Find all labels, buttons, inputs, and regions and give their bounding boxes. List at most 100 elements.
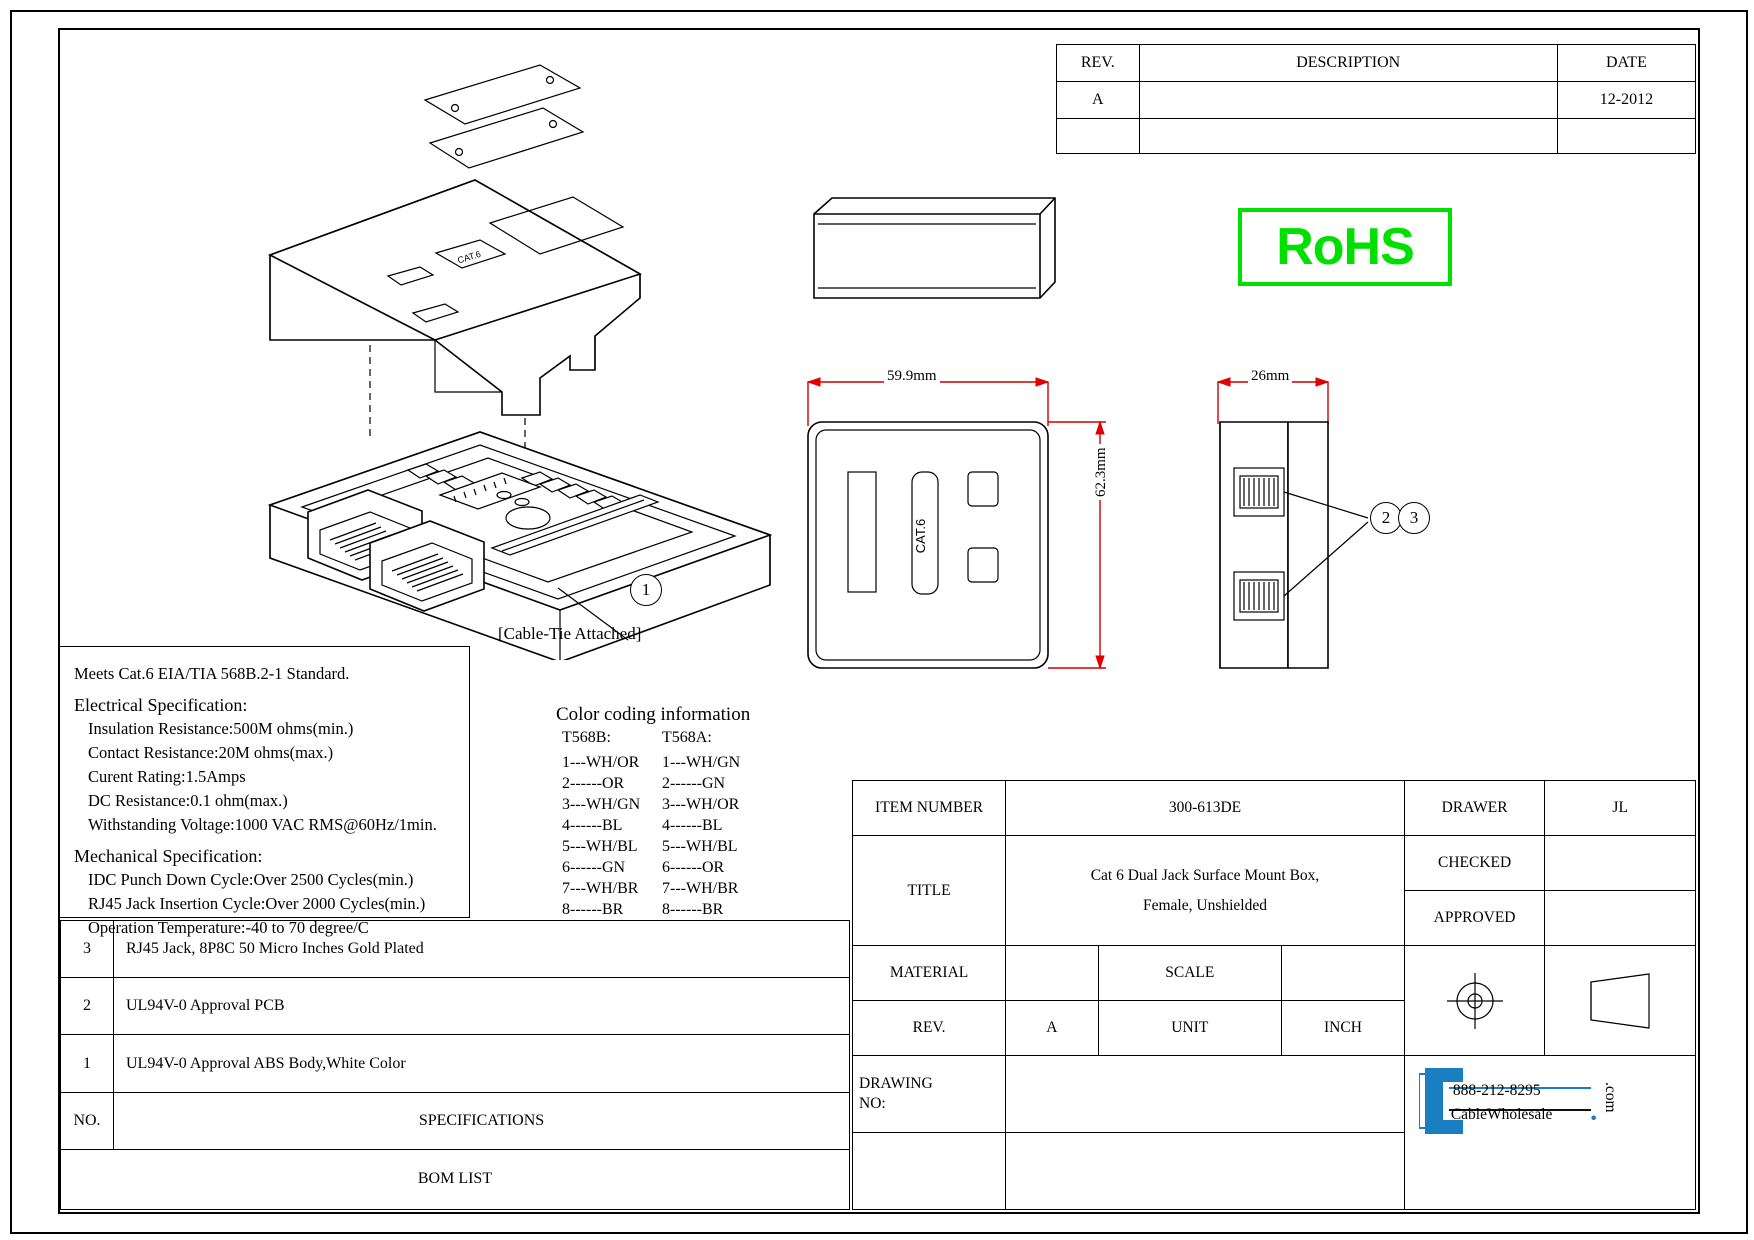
cablewholesale-logo xyxy=(1418,1062,1619,1136)
color-coding-headers: T568B: T568A: xyxy=(562,727,816,748)
spec-electrical-3: DC Resistance:0.1 ohm(max.) xyxy=(88,791,288,810)
t568a-8: 8------BR xyxy=(662,901,724,918)
bom-row-2-spec: UL94V-0 Approval PCB xyxy=(113,977,850,1036)
unit-label: UNIT xyxy=(1097,1000,1283,1056)
t568b-6: 6------GN xyxy=(562,859,626,876)
color-coding-title: Color coding information xyxy=(556,704,751,725)
table-row: 1 UL94V-0 Approval ABS Body,White Color xyxy=(60,1034,850,1093)
unit-value: INCH xyxy=(1281,1000,1405,1056)
revision-cell-description-2 xyxy=(1138,118,1558,154)
rohs-badge: RoHS xyxy=(1238,208,1452,286)
material-value xyxy=(1005,945,1099,1001)
title-line-2: Female, Unshielded xyxy=(1143,896,1267,914)
callout-3: 3 xyxy=(1398,502,1430,534)
t568a-6: 6------OR xyxy=(662,859,725,876)
logo-name: CableWholesale xyxy=(1450,1106,1553,1123)
table-row: 3 RJ45 Jack, 8P8C 50 Micro Inches Gold P… xyxy=(60,919,850,979)
specification-text: Meets Cat.6 EIA/TIA 568B.2-1 Standard. E… xyxy=(74,662,474,940)
revision-header-description: DESCRIPTION xyxy=(1138,44,1558,82)
scale-label: SCALE xyxy=(1097,945,1283,1001)
top-view xyxy=(800,190,1080,320)
rj45-jack-side-lower xyxy=(1233,571,1285,621)
title-block-row-title: TITLE Cat 6 Dual Jack Surface Mount Box,… xyxy=(851,835,1696,946)
callout-3-label: 3 xyxy=(1409,508,1419,527)
title-label: TITLE xyxy=(851,835,1007,946)
projection-cone-icon xyxy=(1590,972,1650,1029)
spec-electrical-4: Withstanding Voltage:1000 VAC RMS@60Hz/1… xyxy=(88,815,437,834)
t568b-4: 4------BL xyxy=(562,817,623,834)
list-item: 4------BL 4------BL xyxy=(562,815,816,836)
rj45-jack-right xyxy=(369,520,485,612)
dimension-width-label: 59.9mm xyxy=(884,368,940,385)
callout-1-leader xyxy=(557,587,629,641)
checked-value xyxy=(1544,835,1696,891)
bom-row-1-no: 1 xyxy=(60,1034,114,1093)
cover-strip-upper xyxy=(423,64,582,125)
box-top-cover: CAT.6 xyxy=(268,179,642,416)
cat6-marking-front: CAT.6 xyxy=(913,519,928,553)
bom-row-3-spec: RJ45 Jack, 8P8C 50 Micro Inches Gold Pla… xyxy=(113,919,850,979)
t568a-5: 5---WH/BL xyxy=(662,838,738,855)
approved-value xyxy=(1544,890,1696,946)
revision-header-row: REV. DESCRIPTION DATE xyxy=(1056,44,1697,82)
revision-cell-description xyxy=(1138,81,1558,119)
revision-cell-rev: A xyxy=(1056,81,1140,119)
list-item: 8------BR 8------BR xyxy=(562,899,816,920)
list-item: 7---WH/BR 7---WH/BR xyxy=(562,878,816,899)
specification-box xyxy=(60,646,470,918)
logo-tld: .com xyxy=(1601,1082,1619,1113)
spec-mechanical-1: RJ45 Jack Insertion Cycle:Over 2000 Cycl… xyxy=(88,894,426,913)
callout-1-label: 1 xyxy=(641,580,651,599)
bom-header-no: NO. xyxy=(60,1091,114,1150)
color-coding-block: Color coding information T568B: T568A: 1… xyxy=(556,704,816,920)
bom-row-1-spec: UL94V-0 Approval ABS Body,White Color xyxy=(113,1034,850,1093)
t568b-8: 8------BR xyxy=(562,901,624,918)
first-angle-projection-icon xyxy=(1446,972,1503,1029)
bom-header-specifications: SPECIFICATIONS xyxy=(113,1091,850,1150)
title-block-row-approved: APPROVED xyxy=(853,890,1696,946)
exploded-isometric-view: CAT.6 xyxy=(240,40,800,660)
bom-table: 3 RJ45 Jack, 8P8C 50 Micro Inches Gold P… xyxy=(60,919,850,1211)
t568b-3: 3---WH/GN xyxy=(562,796,641,813)
logo-c-mark xyxy=(1424,1068,1463,1134)
revision-cell-date: 12-2012 xyxy=(1556,81,1697,119)
table-row xyxy=(1056,118,1697,154)
t568a-7: 7---WH/BR xyxy=(662,880,739,897)
dimension-depth-label: 26mm xyxy=(1248,368,1293,385)
drawing-blank-right xyxy=(1005,1132,1405,1210)
drawing-no-label-line1: DRAWING xyxy=(859,1075,933,1092)
drawing-blank-left xyxy=(851,1132,1007,1210)
title-block-row-blank xyxy=(851,1132,1696,1210)
t568a-2: 2------GN xyxy=(662,775,726,792)
table-row: A 12-2012 xyxy=(1056,81,1697,119)
projection-cone-cell xyxy=(1544,945,1696,1056)
cover-strip-lower xyxy=(428,107,585,169)
list-item: 5---WH/BL 5---WH/BL xyxy=(562,836,816,857)
title-block-row-item: ITEM NUMBER 300-613DE DRAWER JL xyxy=(851,780,1696,836)
revision-table: REV. DESCRIPTION DATE A 12-2012 xyxy=(1056,44,1697,154)
approved-label: APPROVED xyxy=(1403,890,1546,946)
rj45-jack-side-upper xyxy=(1233,467,1285,517)
side-view xyxy=(1200,360,1440,690)
rohs-label: RoHS xyxy=(1276,218,1415,276)
checked-label: CHECKED xyxy=(1403,835,1546,891)
rev-label: REV. xyxy=(851,1000,1007,1056)
dimension-width xyxy=(806,377,1050,426)
revision-header-date: DATE xyxy=(1556,44,1697,82)
callout-1: 1 xyxy=(630,574,662,606)
spec-electrical-2: Curent Rating:1.5Amps xyxy=(88,767,246,786)
bom-row-3-no: 3 xyxy=(60,919,114,979)
callout-2-leader xyxy=(1283,491,1369,519)
dimension-height-label: 62.3mm xyxy=(1093,444,1110,500)
spec-mechanical-heading: Mechanical Specification: xyxy=(74,846,263,866)
t568b-5: 5---WH/BL xyxy=(562,838,638,855)
t568b-2: 2------OR xyxy=(562,775,625,792)
front-view: CAT.6 xyxy=(790,360,1130,690)
bom-row-2-no: 2 xyxy=(60,977,114,1036)
logo-dot: • xyxy=(1590,1110,1597,1127)
table-row: 2 UL94V-0 Approval PCB xyxy=(60,977,850,1036)
drawer-label: DRAWER xyxy=(1403,780,1546,836)
bom-title-row: BOM LIST xyxy=(60,1148,850,1211)
revision-header-rev: REV. xyxy=(1056,44,1140,82)
spec-standard: Meets Cat.6 EIA/TIA 568B.2-1 Standard. xyxy=(74,664,350,683)
